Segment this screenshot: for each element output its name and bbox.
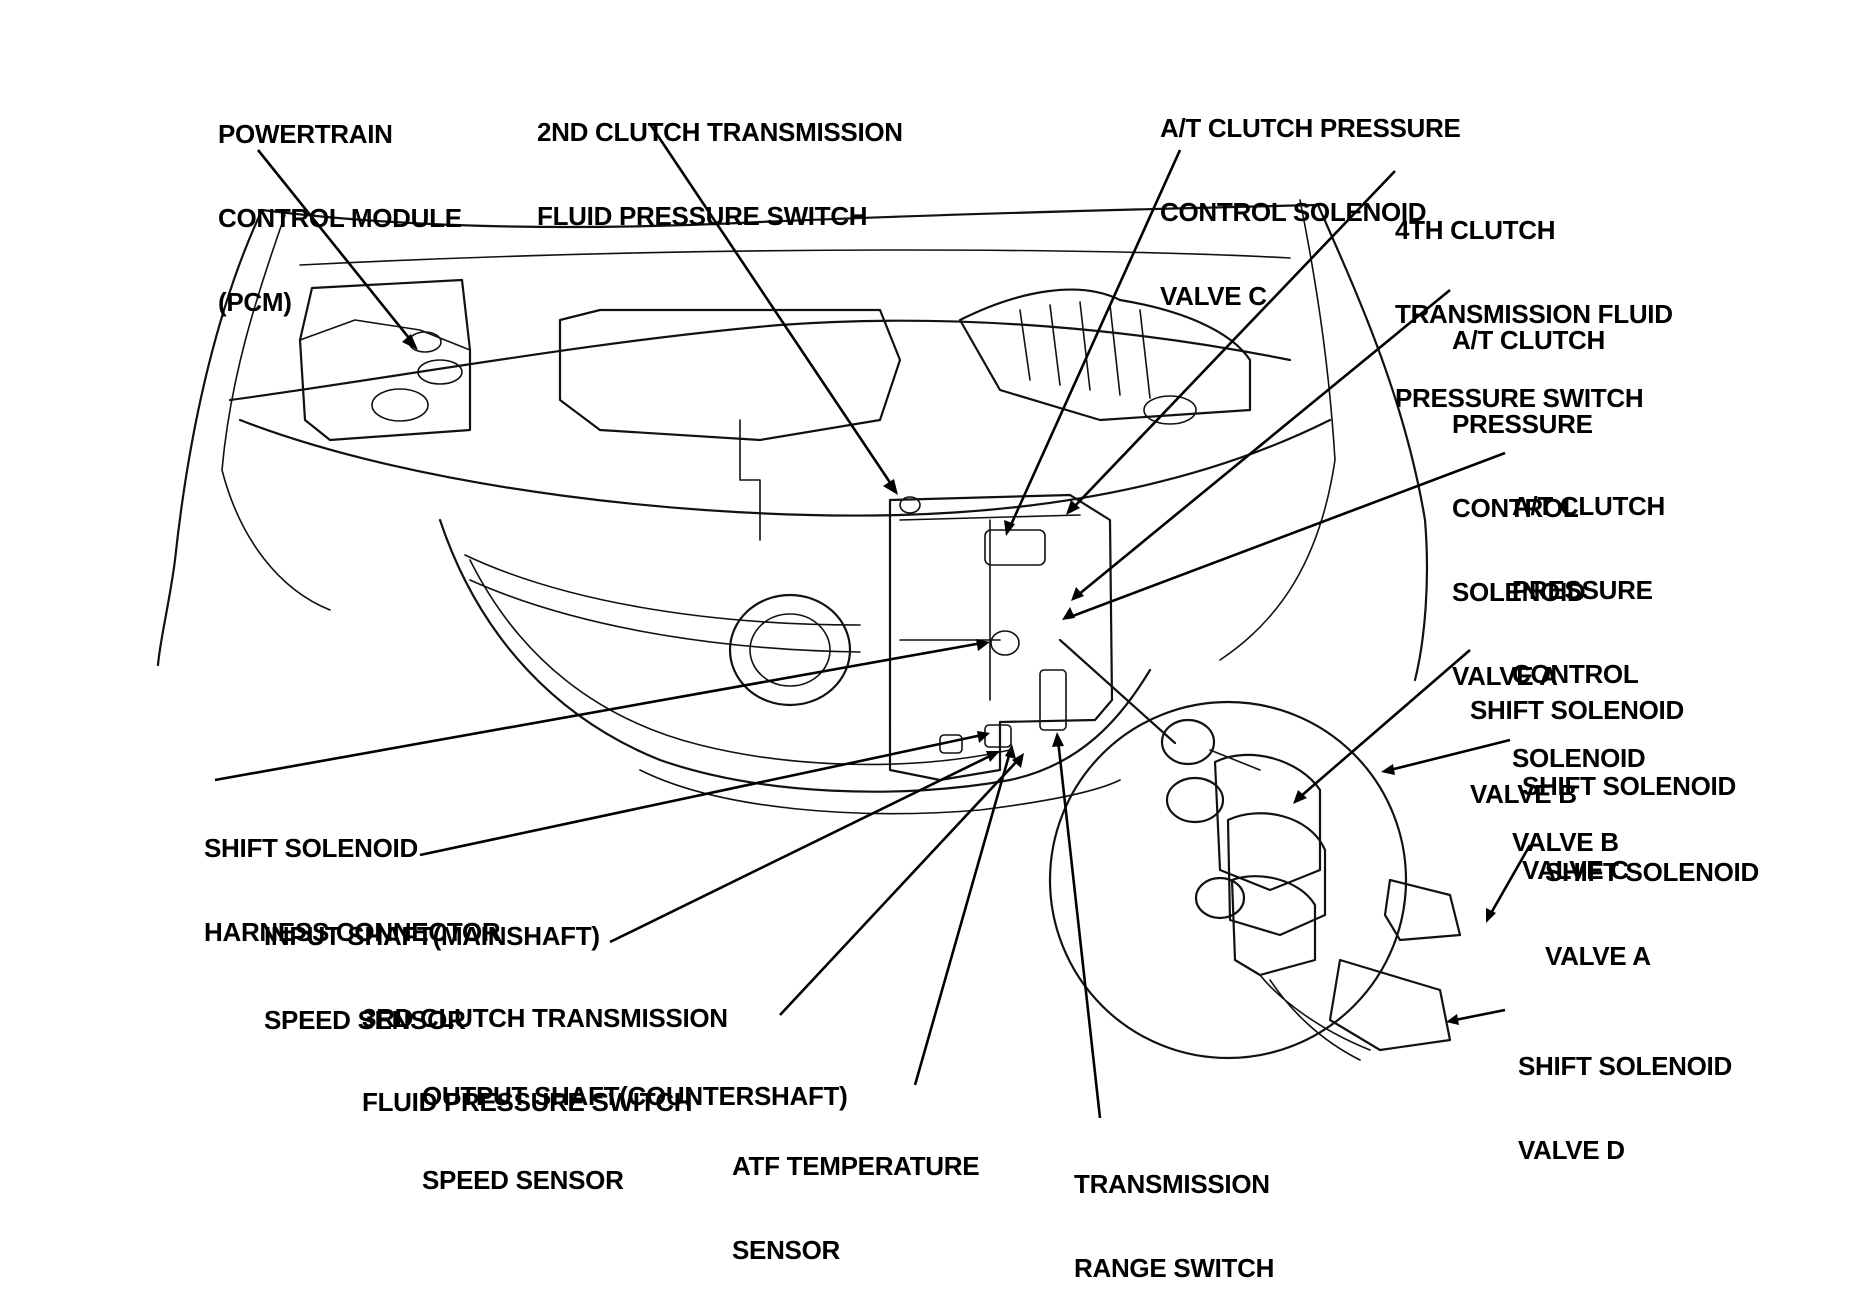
left-fender	[156, 208, 264, 667]
pcm-box	[298, 278, 472, 442]
label-shift-valve-a: SHIFT SOLENOID VALVE A	[1545, 857, 1759, 971]
right-fender	[1316, 203, 1429, 682]
label-4th-clutch-switch: 4TH CLUTCH TRANSMISSION FLUID PRESSURE S…	[1395, 215, 1673, 413]
solenoid-a-connector	[1383, 878, 1462, 942]
grille-outer	[438, 518, 1152, 793]
switch-2nd-body	[899, 496, 921, 514]
solenoid-main-body	[1226, 812, 1327, 937]
speed-sensor-body	[990, 630, 1020, 656]
solenoid-cluster	[984, 529, 1046, 566]
label-pressure-valve-a: A/T CLUTCH PRESSURE CONTROL SOLENOID VAL…	[1452, 325, 1605, 691]
solenoid-lower-end	[1194, 876, 1246, 920]
label-3rd-clutch-switch: 3RD CLUTCH TRANSMISSION FLUID PRESSURE S…	[362, 1003, 728, 1117]
emblem	[728, 593, 852, 707]
engine-cover	[558, 308, 902, 442]
transmission-detail	[899, 514, 1081, 701]
label-pressure-valve-c: A/T CLUTCH PRESSURE CONTROL SOLENOID VAL…	[1160, 113, 1461, 311]
component-location-diagram: POWERTRAIN CONTROL MODULE (PCM) 2ND CLUT…	[156, 113, 1759, 1282]
pcm-cap-1	[371, 388, 429, 422]
grille-bar-2	[469, 579, 861, 653]
right-fender-inner	[1219, 199, 1336, 661]
detail-connector-line	[1058, 638, 1177, 745]
engine-bay-illustration	[156, 123, 1532, 1119]
air-intake-ribs	[1019, 301, 1151, 399]
lower-sensor-body	[984, 724, 1012, 748]
hood-opening	[260, 203, 1320, 229]
air-intake	[958, 288, 1252, 422]
transmission-case	[888, 493, 1114, 782]
label-pcm: POWERTRAIN CONTROL MODULE (PCM)	[218, 119, 462, 317]
solenoid-b-body	[1213, 753, 1322, 892]
label-shift-valve-b: SHIFT SOLENOID VALVE B	[1470, 695, 1684, 809]
radiator-support	[228, 319, 1292, 402]
label-harness-connector: SHIFT SOLENOID HARNESS CONNECTOR	[204, 833, 501, 947]
grille-bar-1	[464, 554, 861, 626]
range-switch-body	[1039, 669, 1067, 731]
leader-lines	[214, 123, 1532, 1119]
label-2nd-clutch-switch: 2ND CLUTCH TRANSMISSION FLUID PRESSURE S…	[537, 117, 903, 231]
solenoid-d-connector	[1328, 958, 1452, 1052]
solenoid-main-end	[1165, 776, 1225, 824]
solenoid-lower-body	[1230, 875, 1317, 977]
emblem-inner	[749, 613, 831, 687]
label-range-switch: TRANSMISSION RANGE SWITCH	[1074, 1169, 1275, 1283]
detail-inset-circle	[1048, 700, 1408, 1060]
label-pressure-valve-b: A/T CLUTCH PRESSURE CONTROL SOLENOID VAL…	[1512, 491, 1665, 857]
grille-inner	[469, 559, 1011, 766]
solenoid-b-end	[1160, 718, 1216, 766]
pcm-bracket	[299, 319, 471, 351]
intake-pipe	[739, 419, 761, 541]
label-shift-valve-c: SHIFT SOLENOID VALVE C	[1522, 771, 1736, 885]
label-input-shaft-sensor: INPUT SHAFT(MAINSHAFT) SPEED SENSOR	[264, 921, 600, 1035]
label-shift-valve-d: SHIFT SOLENOID VALVE D	[1518, 1051, 1732, 1165]
cowl	[299, 249, 1291, 266]
label-atf-temp-sensor: ATF TEMPERATURE SENSOR	[732, 1151, 980, 1265]
bumper-lower	[639, 769, 1121, 815]
left-fender-inner	[221, 214, 331, 611]
pcm-cap-2	[417, 359, 463, 385]
washer-cap	[1143, 395, 1197, 425]
bumper-upper	[238, 418, 1332, 517]
solenoid-b-stem	[1209, 749, 1261, 771]
label-output-shaft-sensor: OUTPUT SHAFT(COUNTERSHAFT) SPEED SENSOR	[422, 1081, 848, 1195]
solenoid-wires	[1259, 974, 1371, 1061]
